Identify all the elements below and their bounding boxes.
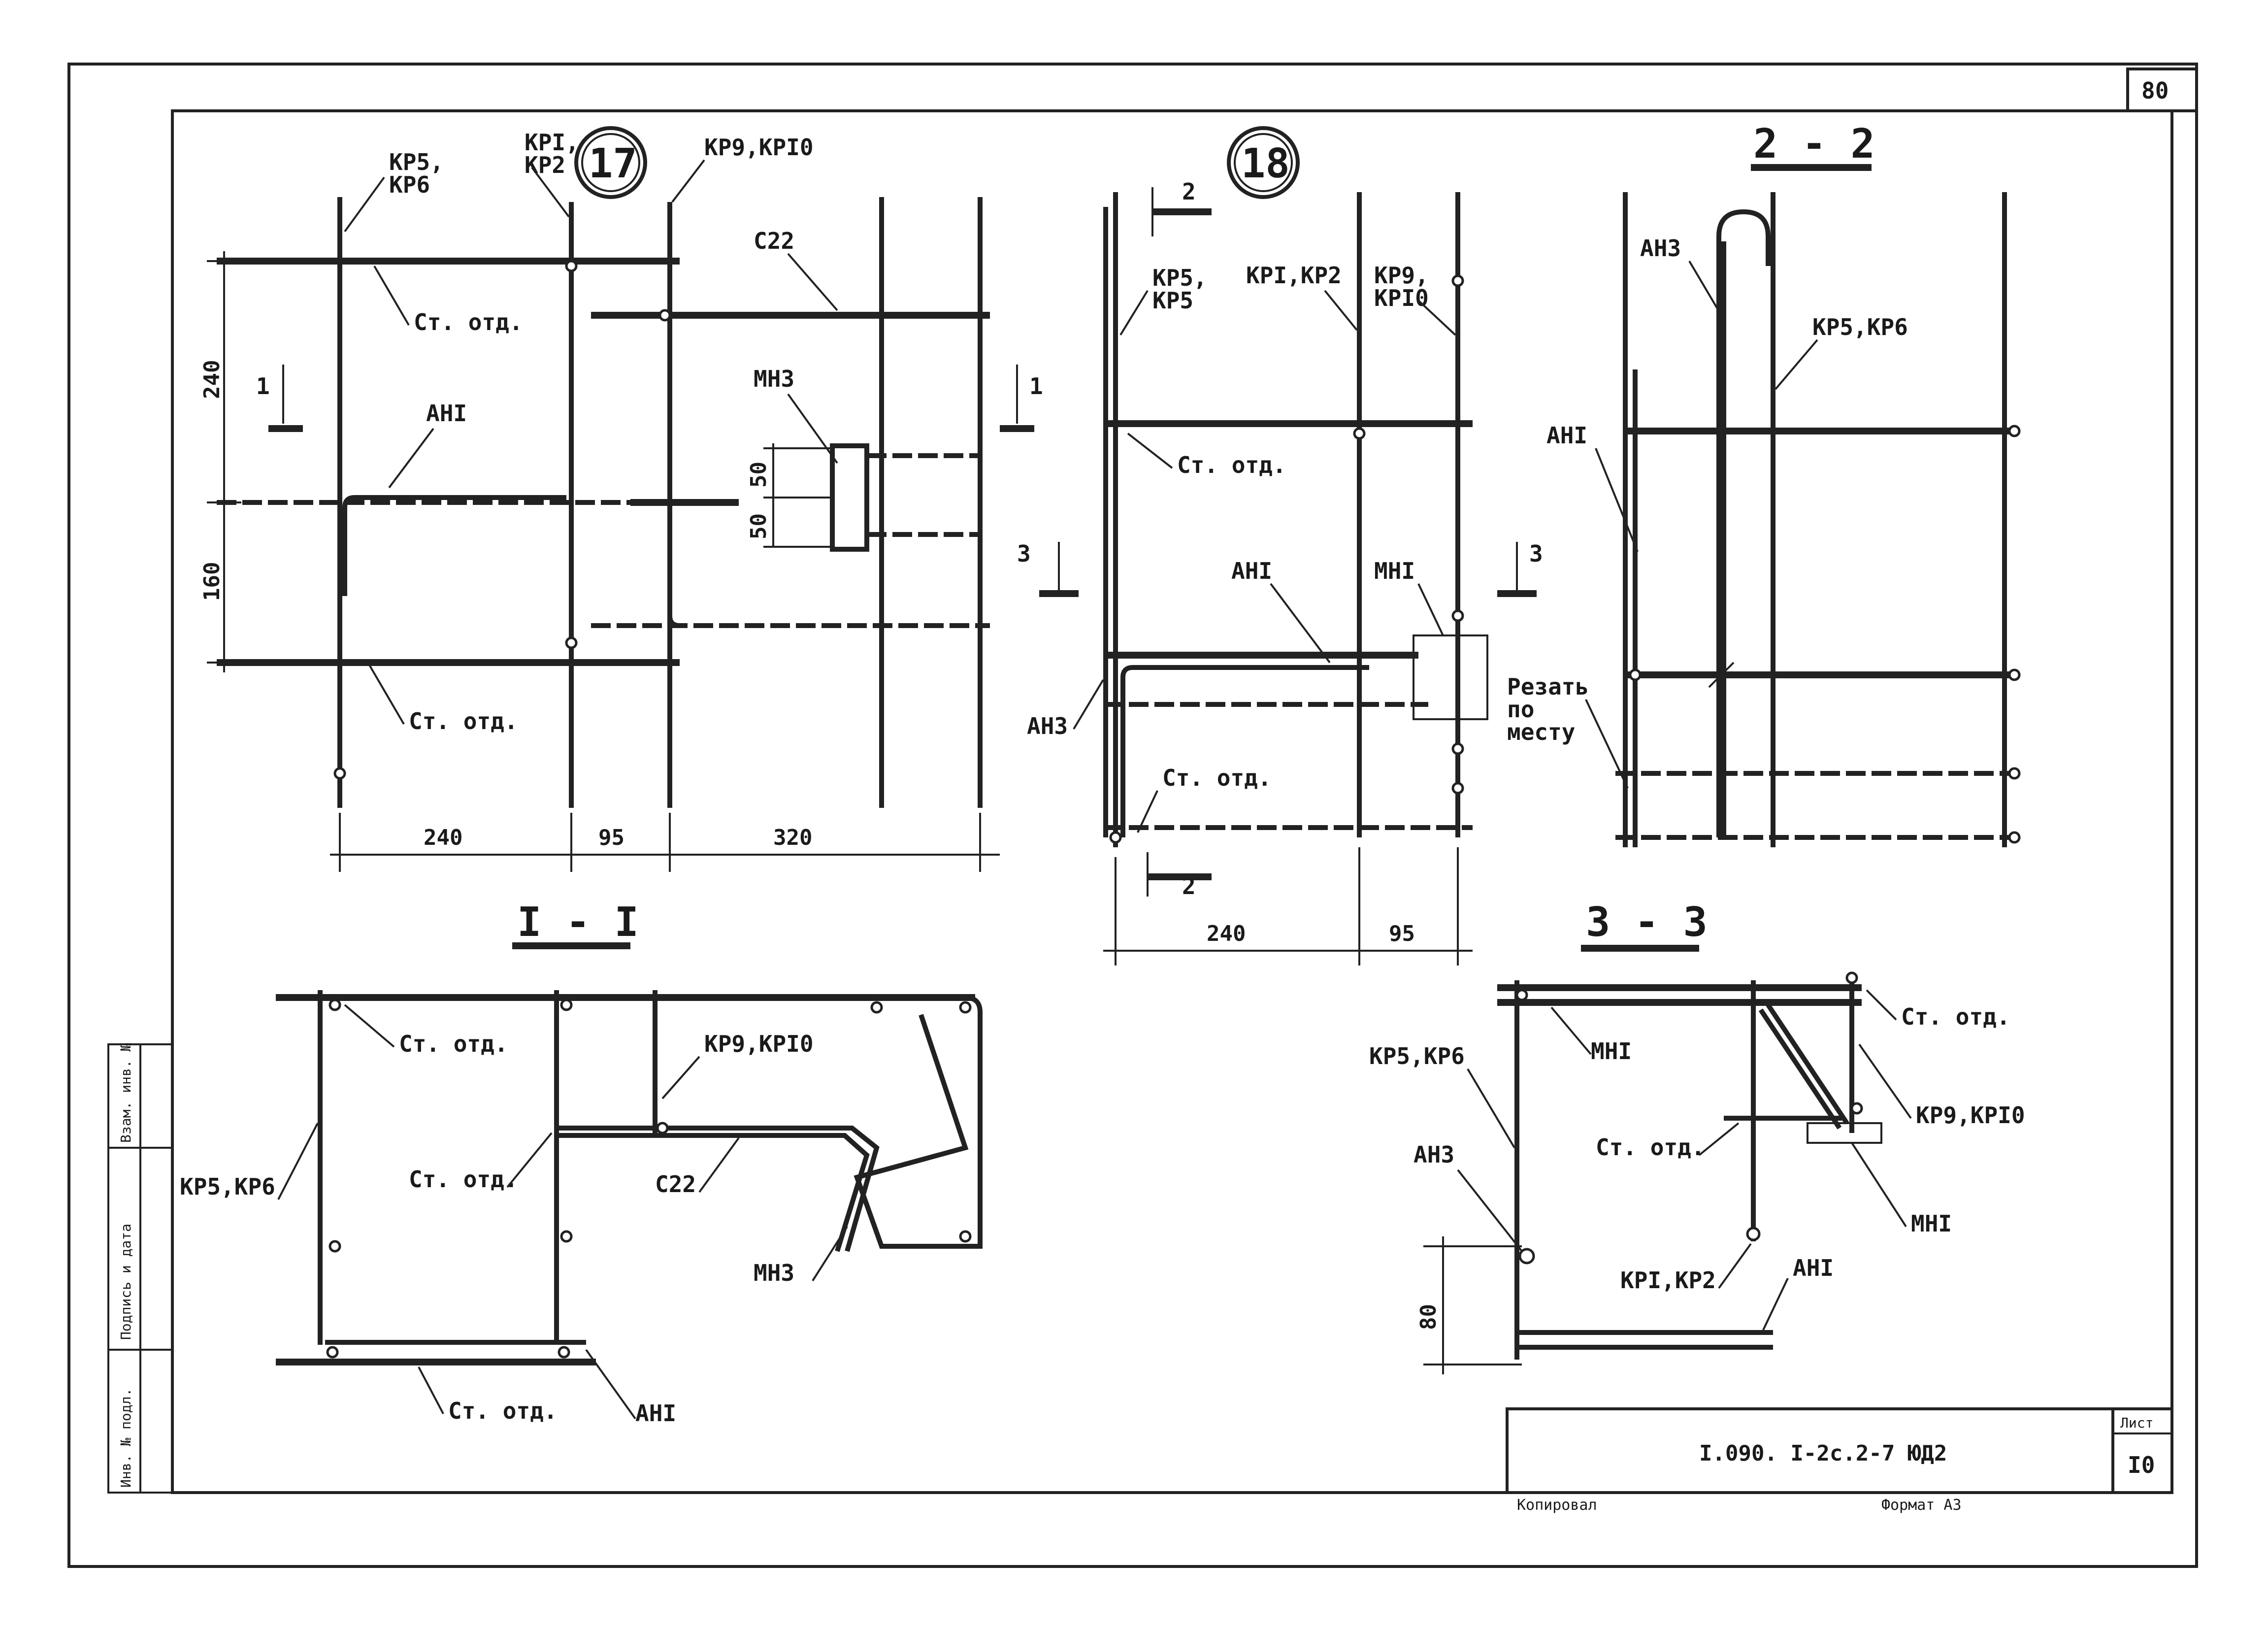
s33-label-an3: АН3: [1413, 1141, 1454, 1168]
s22-label-kr56: КР5,КР6: [1812, 314, 1908, 340]
s33-label-mn1b: МНI: [1911, 1210, 1952, 1237]
section-1-1-title: I - I: [517, 899, 639, 946]
v17-label-st-bot: Ст. отд.: [409, 708, 518, 734]
s22-label-an3: АН3: [1640, 235, 1681, 262]
v18-section-mark-2-top: 2: [1182, 178, 1196, 205]
s33-label-mn1a: МНI: [1591, 1038, 1632, 1065]
s33-label-kr56: КР5,КР6: [1369, 1043, 1465, 1069]
view-17: 17 КР5,КР6 КРI,КР2 КР9,КРI0 С22 М: [199, 126, 1043, 872]
view-18-marker: 18: [1241, 140, 1290, 187]
v18-label-mn1: МНI: [1374, 558, 1415, 584]
s11-label-mn3: МН3: [754, 1260, 794, 1286]
s33-label-kr12: КРI,КР2: [1620, 1267, 1716, 1294]
s11-label-st2: Ст. отд.: [409, 1166, 518, 1193]
v17-label-mn3: МН3: [754, 366, 794, 392]
s11-label-c22: С22: [655, 1171, 696, 1198]
v17-label-c22: С22: [754, 228, 794, 254]
v17-label-kr910: КР9,КРI0: [704, 134, 814, 161]
v18-label-kr56: КР5,КР5: [1152, 265, 1207, 314]
v18-section-mark-3-left: 3: [1017, 540, 1031, 567]
view-18: 18 КР5,КР5 КРI,КР2 КР9,КРI0 Ст. отд. АНI…: [1017, 126, 1543, 965]
v17-dim-h-95: 95: [598, 825, 625, 850]
v17-dim-h-240: 240: [424, 825, 462, 850]
v18-dim-h-240: 240: [1207, 921, 1246, 946]
v18-label-an3: АН3: [1027, 713, 1068, 739]
v17-dim-v-240: 240: [199, 360, 225, 399]
s33-label-kr910: КР9,КРI0: [1916, 1102, 2025, 1129]
copy-label: Копировал: [1517, 1497, 1597, 1514]
list-label: Лист: [2120, 1415, 2153, 1431]
v17-label-kr12: КРI,КР2: [525, 129, 579, 178]
v18-label-kr910: КР9,КРI0: [1374, 262, 1429, 311]
v17-label-kr56: КР5,КР6: [389, 149, 444, 198]
s33-label-st2: Ст. отд.: [1596, 1134, 1705, 1161]
view-17-marker: 17: [589, 140, 637, 187]
title-block: I.090. I-2с.2-7 ЮД2 Лист I0 Копировал Фо…: [1506, 1407, 2173, 1514]
v17-dim-v-160: 160: [199, 562, 225, 601]
s33-label-an1: АНI: [1793, 1255, 1834, 1281]
stamp-inv-label: Инв. № подл.: [118, 1388, 134, 1488]
v18-label-st-mid: Ст. отд.: [1177, 452, 1286, 478]
view-17-marker-circle: [574, 126, 647, 199]
s33-dim-v-80: 80: [1416, 1304, 1441, 1330]
section-3-3: 3 - 3 Ст. отд. МНI КР5,КР6 КР9,КРI0 Ст. …: [1369, 899, 2025, 1374]
v17-section-mark-left: 1: [256, 373, 270, 399]
view-18-marker-circle: [1227, 126, 1300, 199]
v18-label-an1: АНI: [1231, 558, 1272, 584]
s33-label-st1: Ст. отд.: [1901, 1003, 2010, 1030]
v17-dim-v-50a: 50: [746, 462, 771, 488]
page-number: 80: [2141, 77, 2169, 104]
s11-label-kr910: КР9,КРI0: [704, 1031, 814, 1057]
list-number: I0: [2128, 1452, 2155, 1478]
v17-dim-v-50b: 50: [746, 513, 771, 539]
v17-label-st-top: Ст. отд.: [414, 309, 523, 335]
stamp-replace-label: Взам. инв. №: [118, 1043, 134, 1143]
section-2-2-title: 2 - 2: [1753, 121, 1875, 167]
format-label: Формат А3: [1881, 1497, 1962, 1514]
v17-label-an1: АНI: [426, 400, 467, 427]
v18-label-kr12: КРI,КР2: [1246, 262, 1342, 289]
section-3-3-title: 3 - 3: [1586, 899, 1708, 946]
drawing-code: I.090. I-2с.2-7 ЮД2: [1699, 1441, 1947, 1466]
v18-section-mark-3-right: 3: [1529, 540, 1543, 567]
s11-label-kr56: КР5,КР6: [180, 1173, 275, 1200]
v18-label-st-bot: Ст. отд.: [1162, 765, 1272, 791]
section-1-1: I - I Ст. отд. КР9,КРI0 КР5,КР6 Ст. отд.…: [180, 899, 983, 1427]
s22-label-an1: АНI: [1546, 422, 1587, 449]
sheet-frame: 80: [67, 63, 2198, 1568]
s11-label-st1: Ст. отд.: [399, 1031, 508, 1057]
side-stamp: Инв. № подл. Подпись и дата Взам. инв. №: [107, 1043, 173, 1494]
v17-section-mark-right: 1: [1029, 373, 1043, 399]
s11-label-st3: Ст. отд.: [448, 1398, 558, 1424]
v18-dim-h-95: 95: [1389, 921, 1415, 946]
stamp-sign-label: Подпись и дата: [118, 1224, 134, 1340]
v17-dim-h-320: 320: [773, 825, 812, 850]
s11-label-an1: АНI: [635, 1400, 676, 1427]
